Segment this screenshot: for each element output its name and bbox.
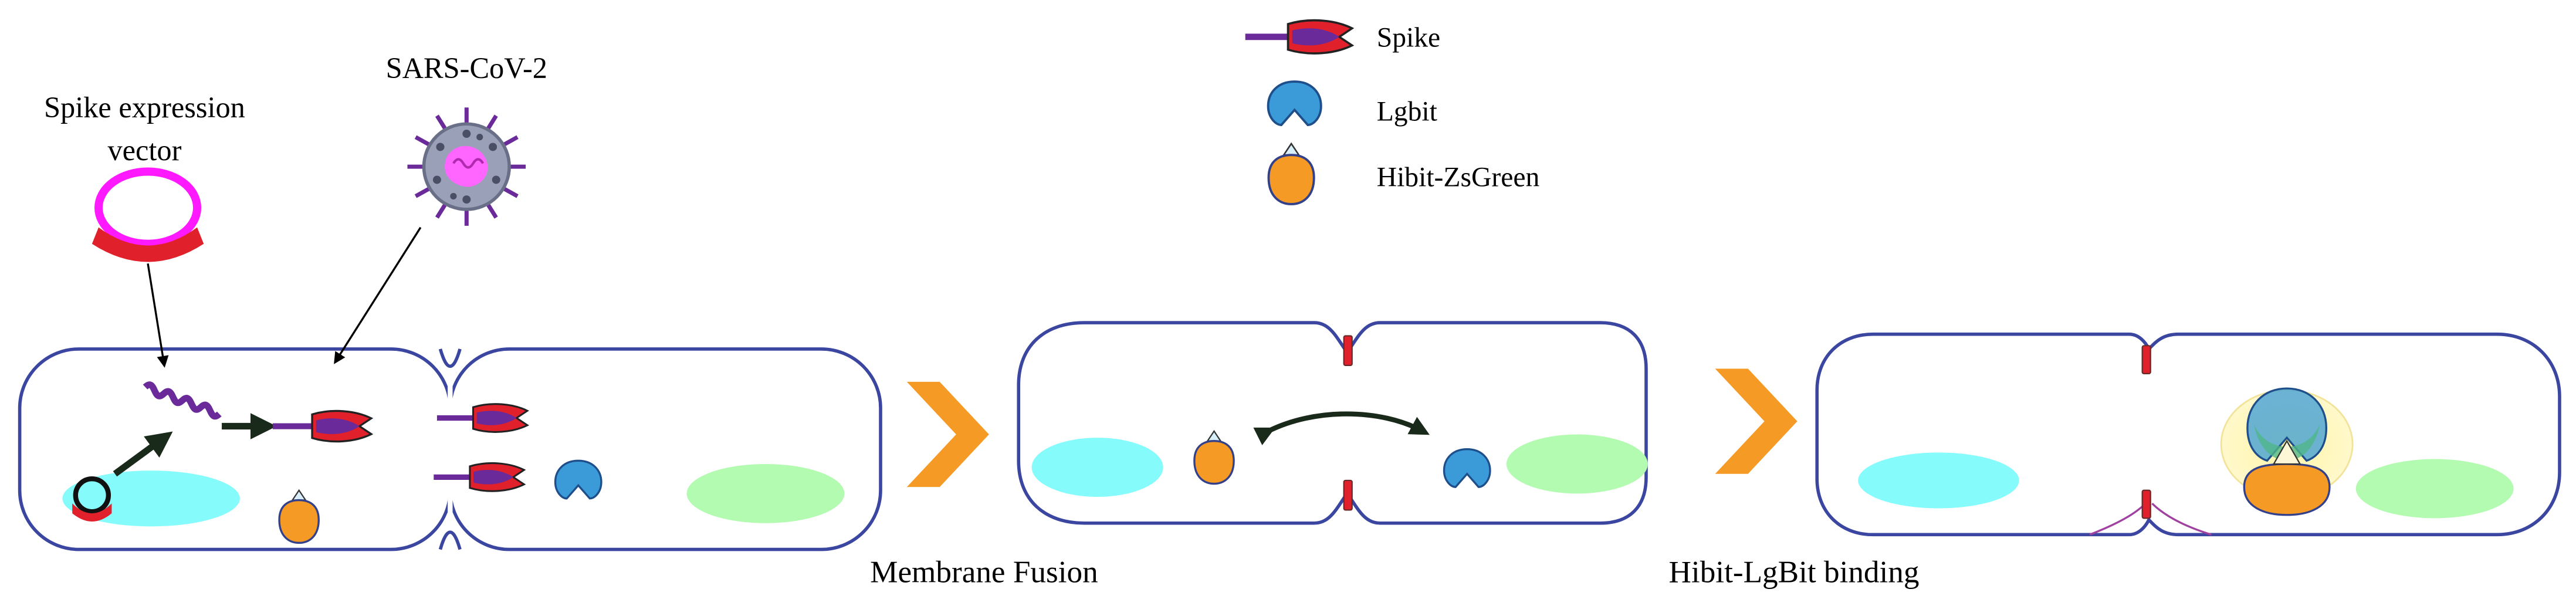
nucleus-cyan	[1858, 452, 2019, 509]
sars-cov-2-label: SARS-CoV-2	[386, 52, 547, 84]
spike-pore-bottom	[2141, 489, 2151, 519]
hibit-zsgreen-icon	[2243, 463, 2331, 516]
spike-expression-vector: Spike expression vector	[44, 91, 245, 368]
luminescent-complex	[2220, 387, 2354, 516]
sars-cov-2: SARS-CoV-2	[334, 52, 547, 364]
panel-membrane-fusion	[1017, 321, 1648, 525]
spike-pore-top	[2141, 345, 2151, 375]
legend-label-lgbit: Lgbit	[1377, 97, 1437, 127]
mrna-icon	[143, 381, 222, 420]
virus-icon	[407, 107, 526, 226]
nucleus-cyan	[1031, 438, 1163, 497]
nucleus-green	[2355, 459, 2514, 519]
legend-label-spike: Spike	[1377, 23, 1440, 53]
diffusion-arrow	[1253, 411, 1430, 445]
process-arrow-1	[906, 381, 989, 487]
lgbit-icon	[1267, 80, 1322, 127]
membrane-fusion-label: Membrane Fusion	[870, 555, 1098, 590]
spike-icon	[1245, 21, 1352, 53]
plasmid-icon	[72, 476, 112, 522]
legend: Spike Lgbit Hibit-ZsGreen	[1245, 21, 1540, 205]
plasmid-icon	[92, 167, 204, 262]
cell-membrane-right	[448, 347, 882, 551]
hibit-zsgreen-icon	[1267, 142, 1315, 205]
spike-pore-bottom	[1343, 479, 1353, 511]
panel-before-fusion	[18, 347, 882, 551]
spike-pore-top	[1343, 335, 1353, 367]
process-arrow-2	[1715, 368, 1798, 474]
spike-expression-vector-label-2: vector	[107, 134, 181, 167]
spike-expression-vector-label: Spike expression	[44, 91, 245, 124]
nucleus-green	[686, 463, 845, 523]
panel-hibit-lgbit-binding	[1815, 332, 2561, 537]
nucleus-green	[1506, 434, 1648, 494]
hibit-lgbit-binding-label: Hibit-LgBit binding	[1669, 555, 1920, 590]
legend-label-hibit-zsgreen: Hibit-ZsGreen	[1377, 162, 1540, 193]
